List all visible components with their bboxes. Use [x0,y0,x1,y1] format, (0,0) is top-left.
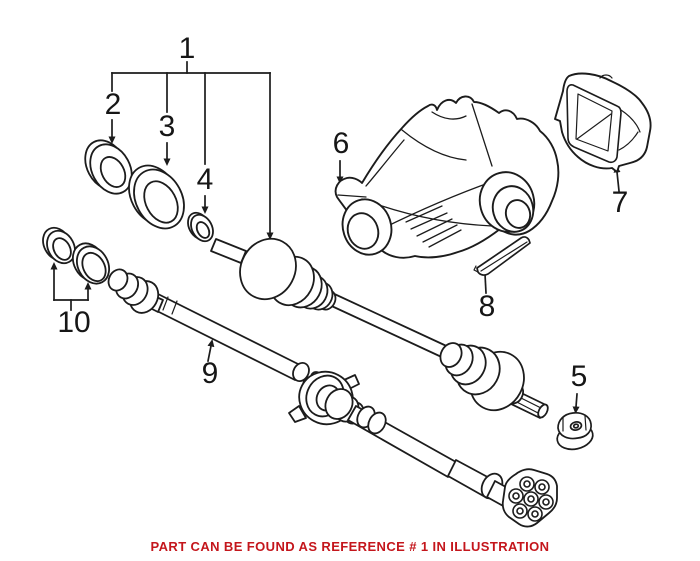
part-10-seal-ring-pair [42,226,111,285]
propshaft-front-tube [148,292,303,381]
part-9-propeller-shaft [107,268,558,528]
callout-arrow-9 [206,339,215,363]
part-8-damper-strip [473,236,531,276]
callout-label-2: 2 [104,88,122,121]
callout-label-7: 7 [611,186,629,219]
callout-arrow-7 [613,165,621,192]
callout-label-10: 10 [57,306,91,339]
part-6-rear-differential [334,95,560,259]
callout-label-9: 9 [201,357,219,390]
axle-shaft-bar [322,290,454,361]
part-2-sealing-ring [84,139,133,195]
callout-label-3: 3 [158,110,176,143]
callout-lines [50,61,621,414]
callout-label-5: 5 [570,360,588,393]
part-4-lock-ring [187,211,214,243]
callout-arrow-8 [481,267,489,294]
callout-label-4: 4 [196,163,214,196]
axle-inner-cv-boot [239,237,297,301]
callout-label-6: 6 [332,127,350,160]
part-7-differential-cover [554,72,652,173]
part-3-dust-cover-ring [128,164,185,230]
axle-inner-stub [210,238,247,264]
reference-caption: PART CAN BE FOUND AS REFERENCE # 1 IN IL… [150,539,550,554]
callout-label-1: 1 [178,32,196,65]
part-1-cv-axle-shaft [210,237,549,419]
callout-label-8: 8 [478,290,496,323]
part-5-collar-nut [556,412,594,451]
callout-arrow-5 [572,393,580,414]
